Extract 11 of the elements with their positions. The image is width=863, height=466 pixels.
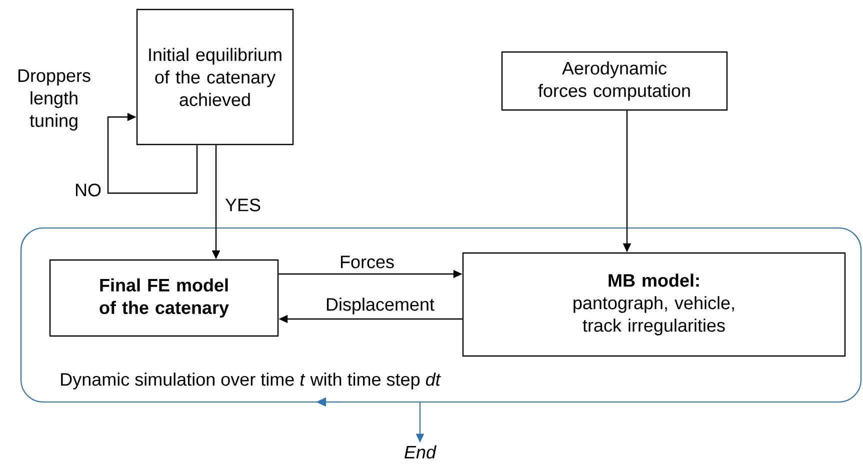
edge-label: Displacement	[324, 296, 436, 316]
process-box: Aerodynamic forces computation	[501, 51, 728, 111]
process-box: Final FE model of the catenary	[49, 259, 279, 337]
edge-label: Forces	[338, 254, 396, 270]
end-label: End	[404, 445, 436, 459]
edge-label: NO	[74, 182, 102, 198]
annotation-text: Droppers length tuning	[18, 69, 90, 131]
process-box: Initial equilibrium of the catenary achieved	[136, 8, 294, 146]
process-box: MB model: pantograph, vehicle, track irregularities	[462, 252, 846, 357]
edge-label: YES	[224, 198, 262, 212]
arrow	[107, 112, 198, 194]
